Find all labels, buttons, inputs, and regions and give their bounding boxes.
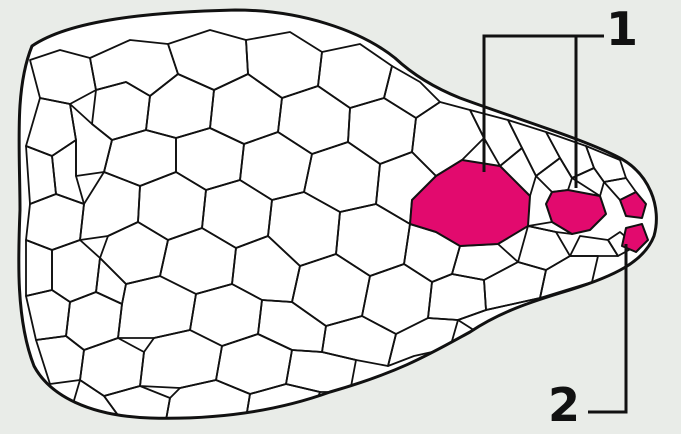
label-1: 1 bbox=[606, 6, 638, 52]
label-2: 2 bbox=[548, 382, 580, 428]
